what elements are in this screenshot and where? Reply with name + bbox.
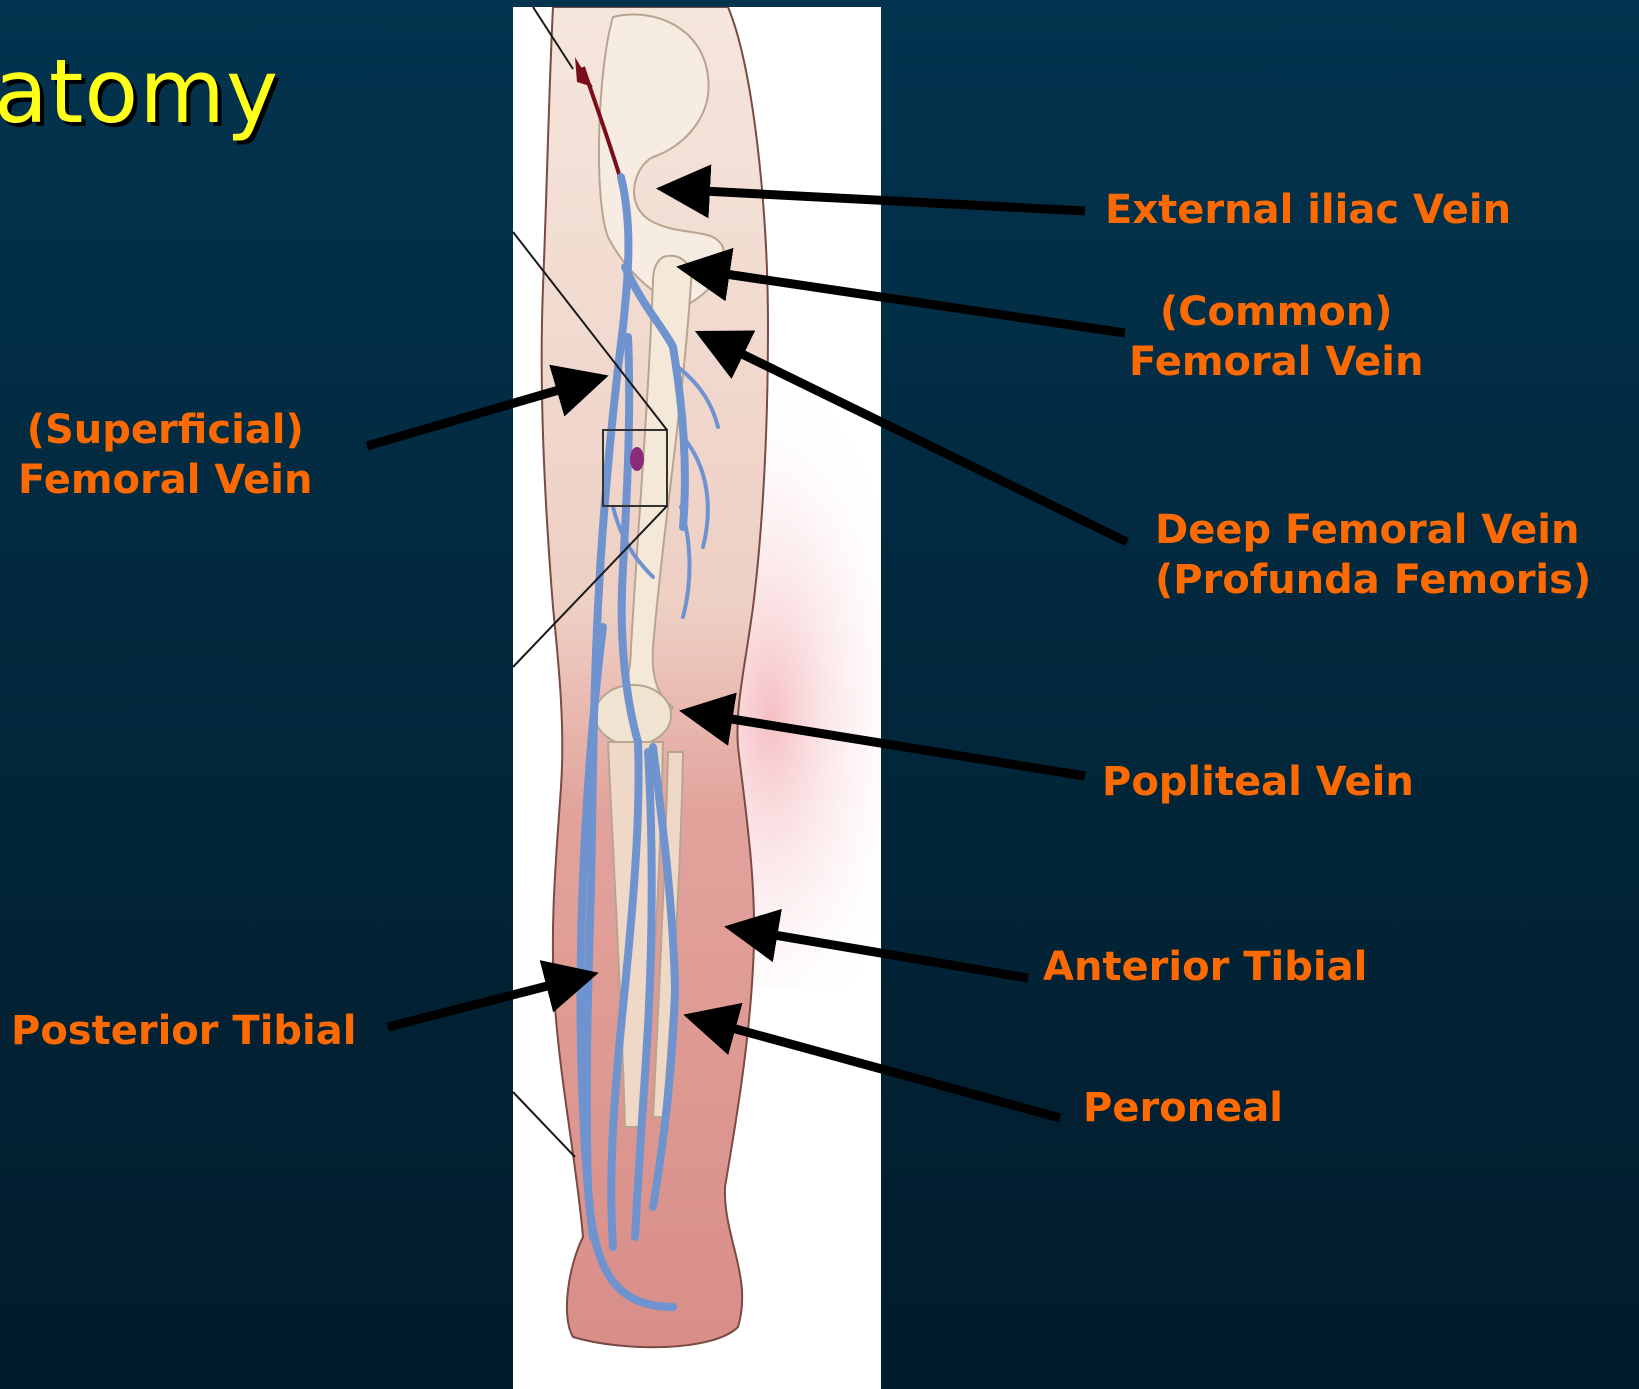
label-common-femoral-line1: (Common) (1129, 287, 1423, 337)
label-superficial-femoral-line1: (Superficial) (18, 405, 312, 455)
label-anterior-tibial: Anterior Tibial (1043, 942, 1367, 992)
leg-vein-illustration (513, 7, 881, 1389)
label-deep-femoral-line2: (Profunda Femoris) (1155, 555, 1591, 605)
clot-marker (630, 447, 644, 471)
label-superficial-femoral-vein: (Superficial) Femoral Vein (18, 405, 312, 505)
label-popliteal-vein: Popliteal Vein (1102, 757, 1414, 807)
label-peroneal: Peroneal (1083, 1083, 1283, 1133)
label-common-femoral-vein: (Common) Femoral Vein (1129, 287, 1423, 387)
leg-illustration-panel (513, 7, 881, 1389)
label-external-iliac-vein: External iliac Vein (1105, 185, 1511, 235)
slide-title: atomy (0, 40, 279, 143)
label-common-femoral-line2: Femoral Vein (1129, 337, 1423, 387)
label-deep-femoral-vein: Deep Femoral Vein (Profunda Femoris) (1155, 505, 1591, 605)
label-posterior-tibial: Posterior Tibial (11, 1006, 356, 1056)
label-superficial-femoral-line2: Femoral Vein (18, 455, 312, 505)
label-deep-femoral-line1: Deep Femoral Vein (1155, 505, 1591, 555)
